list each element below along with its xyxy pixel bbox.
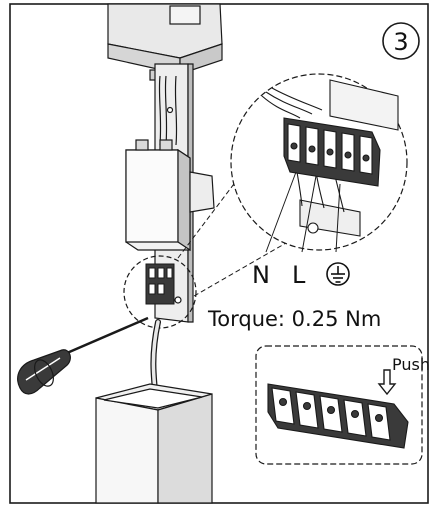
push-label: Push bbox=[392, 355, 430, 374]
zoom-leader-lower bbox=[193, 234, 301, 297]
rail-terminal-block bbox=[145, 263, 175, 305]
zoom-leader-upper bbox=[177, 159, 253, 259]
protective-earth-icon bbox=[326, 262, 350, 286]
inset-terminal-block bbox=[267, 383, 409, 449]
driver-module bbox=[125, 139, 191, 252]
column-housing bbox=[95, 383, 213, 504]
step-badge bbox=[382, 22, 420, 60]
detail-bracket bbox=[299, 79, 399, 237]
terminal-label-neutral: N bbox=[252, 261, 270, 289]
supply-cables-upper bbox=[158, 75, 178, 146]
leader-live bbox=[301, 175, 317, 253]
screwdriver bbox=[17, 316, 149, 395]
push-arrow-icon bbox=[377, 369, 397, 396]
leader-earth bbox=[335, 183, 341, 253]
leader-neutral bbox=[265, 171, 297, 253]
step-number: 3 bbox=[393, 28, 408, 56]
detail-terminal-block bbox=[283, 117, 381, 187]
zoom-source-circle bbox=[123, 255, 197, 329]
bracket-tab bbox=[189, 171, 215, 213]
torque-spec: Torque: 0.25 Nm bbox=[207, 307, 381, 331]
terminal-label-live: L bbox=[292, 261, 306, 289]
